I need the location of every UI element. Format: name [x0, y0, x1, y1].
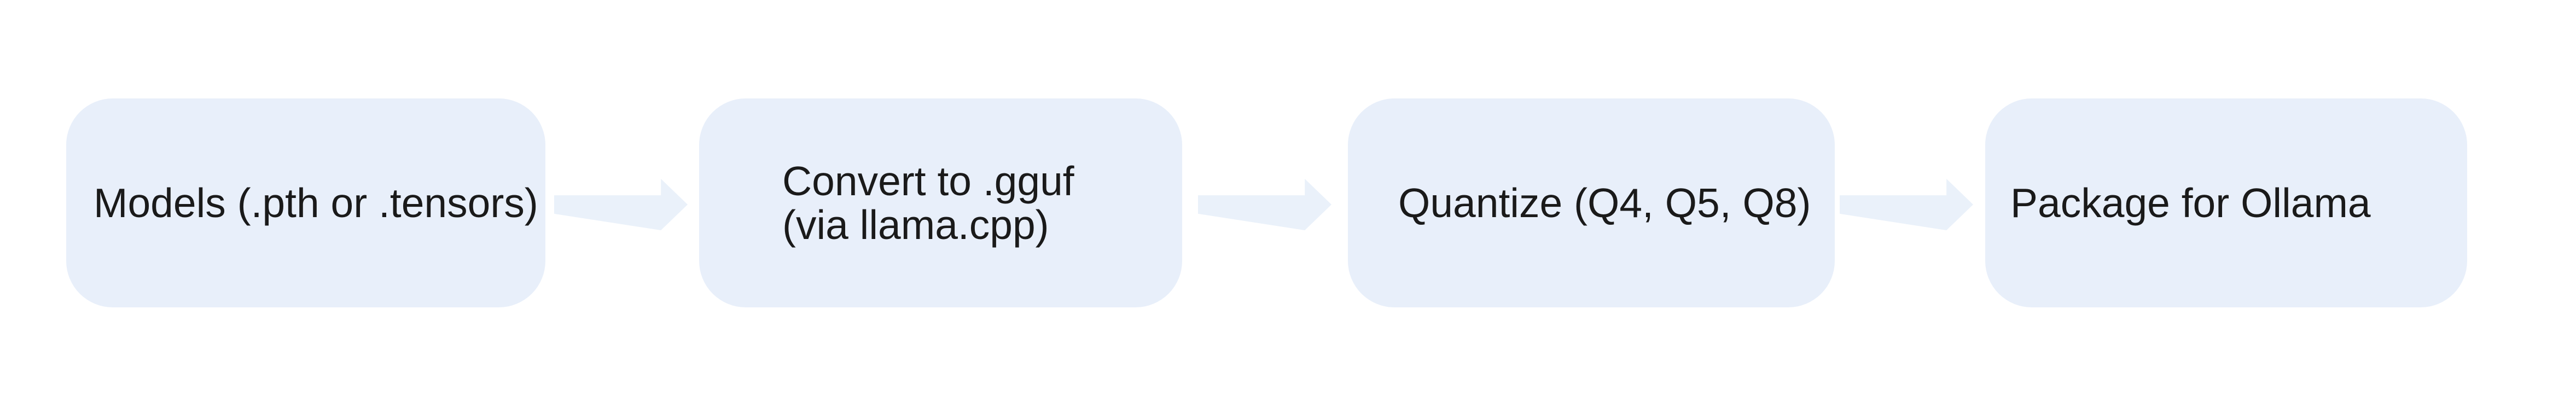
- flow-node-package-ollama-label: Package for Ollama: [2010, 179, 2371, 226]
- arrow-right-icon: [1198, 179, 1331, 230]
- flow-node-convert-gguf: Convert to .gguf (via llama.cpp): [699, 98, 1182, 307]
- flow-node-convert-gguf-label: Convert to .gguf (via llama.cpp): [782, 158, 1074, 248]
- arrow-right-icon: [554, 179, 688, 230]
- flow-node-quantize-label: Quantize (Q4, Q5, Q8): [1398, 179, 1811, 226]
- flow-node-models-label: Models (.pth or .tensors): [94, 179, 538, 226]
- flow-node-package-ollama: Package for Ollama: [1985, 98, 2467, 307]
- arrow-right-icon: [1840, 179, 1973, 230]
- flow-node-models: Models (.pth or .tensors): [66, 98, 545, 307]
- flow-node-quantize: Quantize (Q4, Q5, Q8): [1348, 98, 1835, 307]
